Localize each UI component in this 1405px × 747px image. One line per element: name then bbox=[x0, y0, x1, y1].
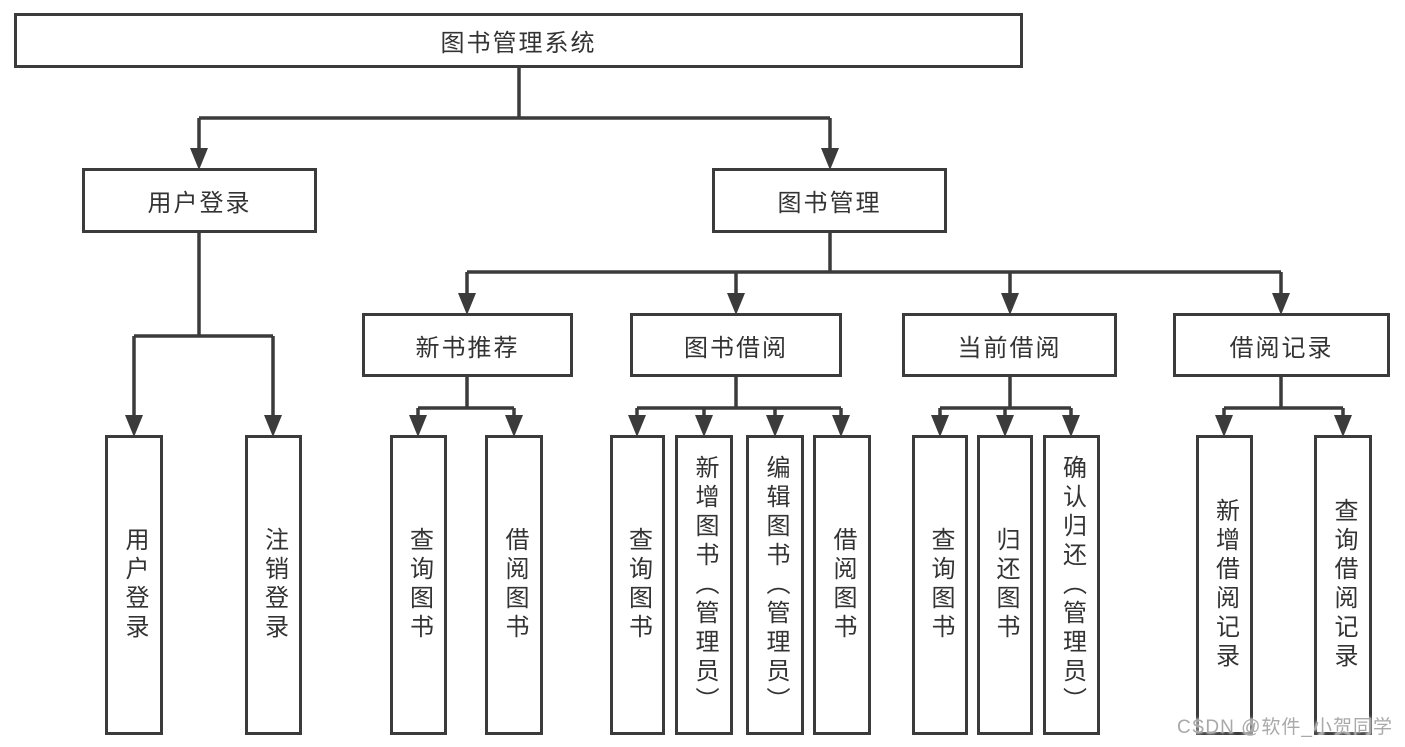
arrowhead-icon bbox=[727, 293, 745, 315]
arrowhead-icon bbox=[264, 415, 282, 437]
watermark: CSDN @软件_小贺同学 bbox=[1177, 717, 1393, 738]
arrowhead-icon bbox=[1062, 415, 1080, 437]
arrowhead-icon bbox=[190, 148, 208, 170]
node-book-management: 图书管理 bbox=[712, 168, 947, 233]
arrowhead-icon bbox=[996, 415, 1014, 437]
leaf-current-confirm-return-admin: 确认归还（管理员） bbox=[1043, 435, 1100, 735]
node-book-borrow: 图书借阅 bbox=[630, 313, 842, 377]
leaf-records-query: 查询借阅记录 bbox=[1314, 435, 1372, 735]
arrowhead-icon bbox=[695, 415, 713, 437]
node-user-login: 用户登录 bbox=[82, 168, 317, 233]
leaf-borrow-add-books-admin: 新增图书（管理员） bbox=[675, 435, 733, 735]
leaf-records-add: 新增借阅记录 bbox=[1196, 435, 1253, 735]
leaf-user-login: 用户登录 bbox=[105, 435, 163, 735]
arrowhead-icon bbox=[1001, 293, 1019, 315]
arrowhead-icon bbox=[1272, 293, 1290, 315]
arrowhead-icon bbox=[628, 415, 646, 437]
connector-book-management-to-level3 bbox=[458, 233, 1290, 315]
connector-borrow-records-to-leaves bbox=[1215, 377, 1352, 437]
arrowhead-icon bbox=[1334, 415, 1352, 437]
leaf-recommend-borrow-books: 借阅图书 bbox=[485, 435, 543, 735]
connector-current-borrow-to-leaves bbox=[931, 377, 1080, 437]
node-new-book-recommend: 新书推荐 bbox=[362, 313, 573, 377]
node-current-borrow: 当前借阅 bbox=[902, 313, 1117, 377]
arrowhead-icon bbox=[1215, 415, 1233, 437]
leaf-recommend-query-books: 查询图书 bbox=[390, 435, 447, 735]
node-library-management-system: 图书管理系统 bbox=[14, 13, 1023, 68]
leaf-borrow-edit-books-admin: 编辑图书（管理员） bbox=[746, 435, 804, 735]
leaf-borrow-query-books: 查询图书 bbox=[610, 435, 665, 735]
connector-new-book-recommend-to-leaves bbox=[409, 377, 523, 437]
arrowhead-icon bbox=[458, 293, 476, 315]
leaf-current-query-books: 查询图书 bbox=[912, 435, 968, 735]
connector-book-borrow-to-leaves bbox=[628, 377, 850, 437]
arrowhead-icon bbox=[125, 415, 143, 437]
leaf-logout: 注销登录 bbox=[245, 435, 302, 735]
connector-root-to-level2 bbox=[190, 68, 839, 170]
arrowhead-icon bbox=[931, 415, 949, 437]
leaf-borrow-borrow-books: 借阅图书 bbox=[813, 435, 871, 735]
connector-user-login-to-leaves bbox=[125, 233, 282, 437]
arrowhead-icon bbox=[505, 415, 523, 437]
arrowhead-icon bbox=[766, 415, 784, 437]
node-borrow-records: 借阅记录 bbox=[1173, 313, 1390, 377]
arrowhead-icon bbox=[409, 415, 427, 437]
arrowhead-icon bbox=[821, 148, 839, 170]
leaf-current-return-books: 归还图书 bbox=[977, 435, 1033, 735]
arrowhead-icon bbox=[832, 415, 850, 437]
